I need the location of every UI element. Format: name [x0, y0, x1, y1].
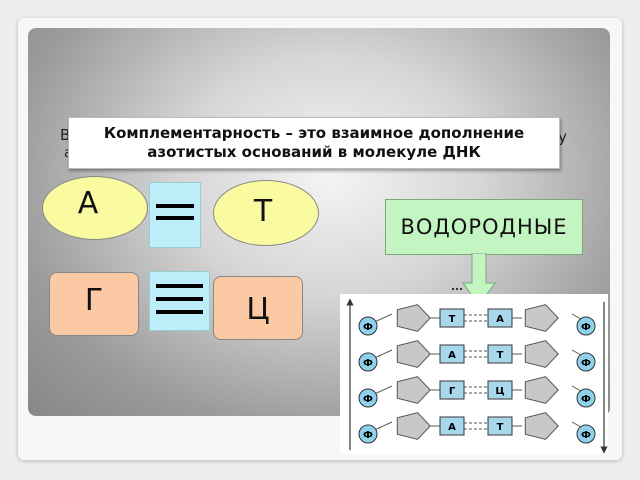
bond-line	[156, 310, 203, 314]
nucleotide-label: А	[448, 350, 456, 361]
phosphate-circle	[358, 388, 378, 408]
hidden-text-left: В	[60, 126, 71, 144]
nucleotide-box	[439, 380, 465, 400]
dna-fragment-diagram: Ф Т А Ф Ф А Т Ф Ф Г Ц Ф Ф А Т Ф	[340, 294, 608, 454]
base-c-box: Ц	[213, 276, 303, 340]
base-g-box: Г	[49, 272, 139, 336]
phosphate-label: Ф	[581, 430, 591, 441]
phosphate-circle	[358, 424, 378, 444]
nucleotide-label: Ц	[495, 386, 504, 397]
phosphate-label: Ф	[581, 322, 591, 333]
phosphate-label: Ф	[363, 430, 373, 441]
hydrogen-bonds-label: ВОДОРОДНЫЕ	[400, 215, 568, 239]
hidden-text-left-2: а	[64, 146, 72, 161]
triple-bond-box	[149, 271, 210, 331]
phosphate-circle	[576, 316, 596, 336]
phosphate-label: Ф	[363, 358, 373, 369]
phosphate-label: Ф	[363, 394, 373, 405]
nucleotide-label: А	[496, 314, 504, 325]
hidden-text-right: у	[558, 128, 567, 146]
definition-line-1: Комплементарность – это взаимное дополне…	[103, 124, 525, 142]
base-a-label: А	[77, 185, 99, 221]
bond-line	[156, 204, 194, 208]
sugar-pentagon	[396, 304, 431, 332]
phosphate-circle	[576, 352, 596, 372]
nucleotide-label: Т	[449, 314, 456, 325]
base-t-ellipse: Т	[213, 180, 319, 246]
sugar-pentagon	[396, 412, 431, 440]
nucleotide-box	[439, 416, 465, 436]
phosphate-circle	[576, 424, 596, 444]
base-a-ellipse: А	[42, 176, 148, 240]
dna-fragment-svg: Ф Т А Ф Ф А Т Ф Ф Г Ц Ф Ф А Т Ф	[346, 298, 608, 454]
nucleotide-label: Г	[449, 386, 456, 397]
nucleotide-label: А	[448, 422, 456, 433]
nucleotide-box	[439, 344, 465, 364]
phosphate-circle	[358, 352, 378, 372]
dotted-mark	[452, 288, 462, 293]
sugar-pentagon	[524, 340, 559, 368]
sugar-pentagon	[396, 340, 431, 368]
nucleotide-label: Т	[497, 350, 504, 361]
base-g-label: Г	[84, 282, 104, 318]
sugar-pentagon	[524, 376, 559, 404]
phosphate-circle	[358, 316, 378, 336]
sugar-pentagon	[524, 412, 559, 440]
sugar-pentagon	[396, 376, 431, 404]
phosphate-circle	[576, 388, 596, 408]
definition-box: Комплементарность – это взаимное дополне…	[68, 117, 560, 169]
phosphate-label: Ф	[363, 322, 373, 333]
double-bond-box	[149, 182, 201, 248]
phosphate-label: Ф	[581, 358, 591, 369]
definition-line-2: азотистых оснований в молекуле ДНК	[147, 143, 481, 161]
hydrogen-bonds-box: ВОДОРОДНЫЕ	[385, 199, 583, 255]
bond-line	[156, 297, 203, 301]
nucleotide-box	[439, 308, 465, 328]
base-t-label: Т	[253, 193, 273, 229]
phosphate-label: Ф	[581, 394, 591, 405]
nucleotide-label: Т	[497, 422, 504, 433]
sugar-pentagon	[524, 304, 559, 332]
base-c-label: Ц	[246, 291, 270, 327]
bond-line	[156, 216, 194, 220]
bond-line	[156, 284, 203, 288]
